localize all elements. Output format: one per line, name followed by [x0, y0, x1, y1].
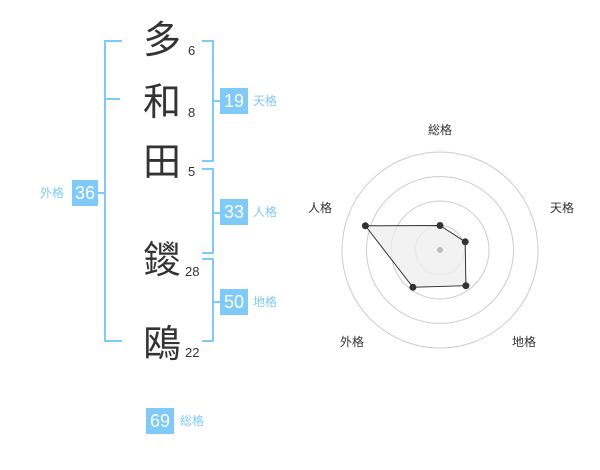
- soukaku-value: 69: [146, 408, 174, 434]
- name-char-5: 鴎: [142, 322, 181, 366]
- radar-axis-label-soukaku: 総格: [428, 122, 452, 137]
- stroke-count-2: 8: [188, 105, 196, 120]
- radar-axis-label-jinkaku: 人格: [308, 200, 332, 215]
- chikaku-value: 50: [220, 289, 248, 315]
- tenkaku-bracket: [202, 40, 214, 162]
- tenkaku-connector: [214, 100, 220, 102]
- gaikaku-label: 外格: [40, 186, 65, 200]
- radar-point-5: [361, 222, 369, 230]
- radar-ring-4: [341, 151, 539, 349]
- name-char-3: 田: [142, 140, 181, 184]
- gaikaku-bracket-tick: [104, 98, 120, 100]
- stroke-count-1: 6: [188, 43, 196, 58]
- jinkaku-connector: [214, 212, 220, 214]
- stroke-count-3: 5: [188, 164, 196, 179]
- name-char-1: 多: [142, 18, 181, 62]
- radar-polygon: [364, 224, 467, 288]
- chikaku-label: 地格: [253, 295, 278, 309]
- jinkaku-bracket: [202, 168, 214, 254]
- radar-point-3: [462, 282, 470, 290]
- stroke-count-4: 28: [185, 264, 200, 279]
- gaikaku-connector: [98, 192, 104, 194]
- radar-chart: 総格 天格 地格 外格 人格: [308, 122, 574, 349]
- chikaku-bracket: [202, 258, 214, 342]
- tenkaku-label: 天格: [253, 94, 278, 108]
- radar-point-2: [461, 238, 469, 246]
- radar-point-4: [409, 283, 417, 291]
- chikaku-connector: [214, 301, 220, 303]
- radar-ring-3: [366, 176, 514, 324]
- radar-axis-label-chikaku: 地格: [512, 334, 536, 349]
- gaikaku-bracket: [104, 40, 122, 342]
- soukaku-label: 総格: [180, 414, 205, 428]
- gaikaku-value: 36: [72, 180, 98, 206]
- radar-center: [437, 247, 443, 253]
- tenkaku-value: 19: [220, 88, 248, 114]
- radar-axis-label-gaikaku: 外格: [340, 334, 364, 349]
- jinkaku-label: 人格: [253, 205, 278, 219]
- radar-point-1: [436, 222, 444, 229]
- jinkaku-value: 33: [220, 199, 248, 225]
- radar-axis-label-tenkaku: 天格: [550, 200, 574, 215]
- name-char-4: 鑁: [142, 238, 181, 282]
- name-char-2: 和: [142, 80, 181, 124]
- stroke-count-5: 22: [185, 345, 200, 360]
